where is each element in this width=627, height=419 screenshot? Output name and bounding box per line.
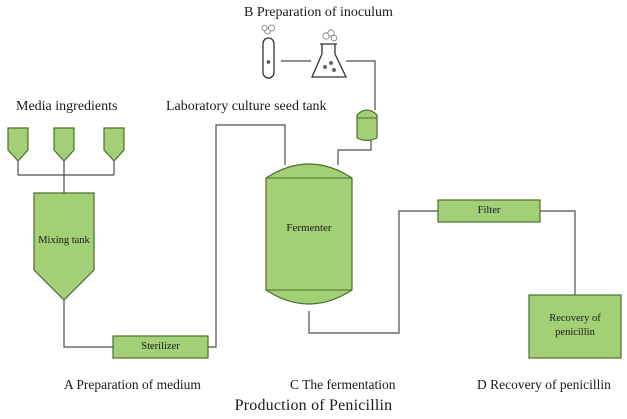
sterilizer-label: Sterilizer: [141, 341, 180, 352]
stage-d-label: D Recovery of penicillin: [477, 377, 611, 392]
seed-tank: [356, 109, 378, 142]
inoculum-heading: B Preparation of inoculum: [244, 5, 393, 20]
pipe-sterilizer-to-fermenter: [208, 124, 286, 348]
filter: [437, 199, 541, 223]
pipe-mixing-tank-to-sterilizer: [63, 300, 113, 348]
pipe-seed-tank-to-fermenter: [337, 140, 372, 165]
pipe-fermenter-to-filter: [308, 210, 438, 334]
stage-a-label: A Preparation of medium: [64, 377, 201, 392]
test-tube-icon: [261, 24, 275, 79]
flask-icon: [311, 29, 348, 78]
hopper-3: [103, 127, 125, 162]
hopper-2: [53, 127, 75, 162]
seed-tank-heading: Laboratory culture seed tank: [166, 99, 327, 114]
mixing-tank: [33, 192, 95, 301]
media-heading: Media ingredients: [16, 99, 118, 114]
hopper-1: [7, 127, 29, 162]
recovery-label: Recovery of penicillin: [549, 313, 601, 338]
media-hoppers: [7, 127, 125, 162]
diagram-caption: Production of Penicillin: [234, 397, 393, 414]
sterilizer: [112, 335, 209, 359]
fermenter-label: Fermenter: [286, 222, 332, 234]
pipe-flask-to-seed-tank: [346, 60, 376, 110]
pipe-filter-to-recovery: [540, 210, 576, 295]
filter-label: Filter: [477, 205, 501, 216]
mixing-tank-label: Mixing tank: [38, 235, 90, 246]
recovery-unit: [528, 294, 622, 359]
fermenter: [265, 163, 353, 305]
stage-c-label: C The fermentation: [290, 377, 396, 392]
connecting-pipes: [17, 60, 576, 348]
